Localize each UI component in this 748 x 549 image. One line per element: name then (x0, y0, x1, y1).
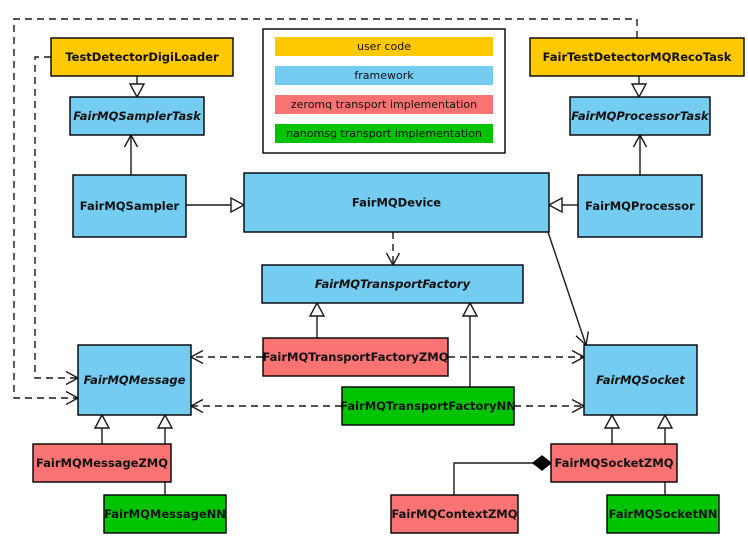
edge-e-tfzmq-socket (448, 349, 586, 365)
node-FairMQTransportFactoryNN[interactable]: FairMQTransportFactoryNN (340, 386, 516, 426)
node-box-FairMQProcessor[interactable] (577, 174, 703, 238)
edge-e-tfzmq-message (189, 349, 263, 365)
node-box-FairMQSocket[interactable] (583, 344, 698, 416)
node-label-FairMQContextZMQ: FairMQContextZMQ (391, 507, 517, 521)
node-FairMQTransportFactoryZMQ[interactable]: FairMQTransportFactoryZMQ (262, 337, 449, 377)
node-FairMQProcessor[interactable]: FairMQProcessor (577, 174, 703, 238)
node-box-FairMQSamplerTask[interactable] (69, 96, 205, 136)
node-label-FairMQSocketNN: FairMQSocketNN (609, 507, 718, 521)
legend-layer: user code framework zeromq transport imple… (262, 28, 506, 154)
node-FairMQMessageNN[interactable]: FairMQMessageNN (103, 494, 227, 534)
edge-e-socketzmq-socket (603, 413, 621, 444)
edge-e-sampler-device (186, 196, 246, 214)
node-label-FairMQMessageNN: FairMQMessageNN (104, 507, 226, 521)
edge-e-sampler-samplertask (123, 133, 139, 175)
legend-label-zeromq: zeromq transport implementation (291, 98, 477, 111)
node-label-FairMQDevice: FairMQDevice (352, 196, 441, 210)
node-box-FairMQTransportFactoryNN[interactable] (341, 386, 515, 426)
node-label-FairMQProcessorTask: FairMQProcessorTask (571, 109, 710, 123)
node-box-FairMQContextZMQ[interactable] (390, 494, 519, 534)
edge-e-tfnn-tf (461, 301, 479, 387)
node-FairMQProcessorTask[interactable]: FairMQProcessorTask (569, 96, 711, 136)
edge-line-e-contextzmq-socketzmq (453, 462, 533, 495)
node-box-FairMQSocketZMQ[interactable] (550, 443, 678, 483)
e-contextzmq-socketzmq-head (531, 455, 553, 471)
node-FairTestDetectorMQRecoTask[interactable]: FairTestDetectorMQRecoTask (529, 37, 745, 77)
e-recotask-processortask-head (630, 83, 648, 99)
legend: user code framework zeromq transport imple… (262, 28, 506, 154)
node-layer: TestDetectorDigiLoader FairTestDetectorMQ… (32, 37, 745, 534)
node-label-FairTestDetectorMQRecoTask: FairTestDetectorMQRecoTask (543, 50, 732, 64)
e-tfnn-tf-head (461, 301, 479, 317)
node-label-FairMQSocket: FairMQSocket (596, 373, 685, 387)
node-FairMQSocket[interactable]: FairMQSocket (583, 344, 698, 416)
edge-e-tfnn-socket (514, 398, 586, 414)
edge-e-processor-device (547, 196, 578, 214)
node-FairMQMessage[interactable]: FairMQMessage (77, 344, 192, 416)
e-processor-device-head (547, 196, 563, 214)
node-label-TestDetectorDigiLoader: TestDetectorDigiLoader (65, 50, 219, 64)
node-box-FairMQMessageZMQ[interactable] (32, 443, 172, 483)
legend-swatch-user_code (275, 37, 493, 56)
node-label-FairMQTransportFactoryZMQ: FairMQTransportFactoryZMQ (262, 350, 448, 364)
node-box-FairMQMessageNN[interactable] (103, 494, 227, 534)
legend-entry-zeromq: zeromq transport implementation (275, 95, 493, 114)
node-box-FairTestDetectorMQRecoTask[interactable] (529, 37, 745, 77)
e-sampler-device-head (230, 196, 246, 214)
legend-swatch-zeromq (275, 95, 493, 114)
node-box-FairMQTransportFactoryZMQ[interactable] (262, 337, 449, 377)
legend-label-user_code: user code (357, 40, 411, 53)
node-label-FairMQSocketZMQ: FairMQSocketZMQ (555, 456, 674, 470)
e-tfzmq-tf-head (308, 301, 326, 317)
edge-line-e-device-socket (547, 231, 587, 346)
node-label-FairMQProcessor: FairMQProcessor (585, 199, 695, 213)
e-socketzmq-socket-head (603, 413, 621, 429)
edge-e-digiloader-samplertask (128, 76, 146, 99)
e-digiloader-samplertask-head (128, 83, 146, 99)
edge-e-processor-processortask (632, 133, 648, 175)
node-box-FairMQProcessorTask[interactable] (569, 96, 711, 136)
node-TestDetectorDigiLoader[interactable]: TestDetectorDigiLoader (50, 37, 234, 77)
legend-entry-framework: framework (275, 66, 493, 85)
e-messagenn-message-head (156, 413, 174, 429)
legend-label-nanomsg: nanomsg transport implementation (286, 127, 482, 140)
node-label-FairMQMessageZMQ: FairMQMessageZMQ (36, 456, 168, 470)
node-box-FairMQSocketNN[interactable] (606, 494, 720, 534)
node-box-FairMQSampler[interactable] (72, 174, 187, 238)
e-socketnn-socket-head (656, 413, 674, 429)
node-label-FairMQSamplerTask: FairMQSamplerTask (73, 109, 202, 123)
node-box-FairMQTransportFactory[interactable] (261, 264, 524, 304)
edge-e-messagezmq-message (93, 413, 111, 444)
node-FairMQMessageZMQ[interactable]: FairMQMessageZMQ (32, 443, 172, 483)
node-label-FairMQTransportFactoryNN: FairMQTransportFactoryNN (340, 399, 516, 413)
node-FairMQSocketZMQ[interactable]: FairMQSocketZMQ (550, 443, 678, 483)
legend-label-framework: framework (354, 69, 414, 82)
node-box-FairMQMessage[interactable] (77, 344, 192, 416)
edge-e-tfnn-message (189, 398, 342, 414)
node-FairMQSamplerTask[interactable]: FairMQSamplerTask (69, 96, 205, 136)
node-FairMQContextZMQ[interactable]: FairMQContextZMQ (390, 494, 519, 534)
node-FairMQSocketNN[interactable]: FairMQSocketNN (606, 494, 720, 534)
legend-entry-nanomsg: nanomsg transport implementation (275, 124, 493, 143)
legend-entry-user_code: user code (275, 37, 493, 56)
node-FairMQDevice[interactable]: FairMQDevice (243, 172, 550, 233)
node-label-FairMQTransportFactory: FairMQTransportFactory (315, 277, 471, 291)
edge-e-recotask-processortask (630, 76, 648, 99)
node-FairMQSampler[interactable]: FairMQSampler (72, 174, 187, 238)
e-messagezmq-message-head (93, 413, 111, 429)
node-box-TestDetectorDigiLoader[interactable] (50, 37, 234, 77)
edge-e-tfzmq-tf (308, 301, 326, 338)
legend-swatch-framework (275, 66, 493, 85)
edge-e-device-transportfactory (385, 232, 401, 267)
edge-line-e-recotask-message (13, 18, 638, 399)
node-FairMQTransportFactory[interactable]: FairMQTransportFactory (261, 264, 524, 304)
edge-e-contextzmq-socketzmq (453, 455, 553, 495)
node-box-FairMQDevice[interactable] (243, 172, 550, 233)
edge-e-device-socket (547, 231, 590, 347)
node-label-FairMQSampler: FairMQSampler (80, 199, 180, 213)
legend-swatch-nanomsg (275, 124, 493, 143)
node-label-FairMQMessage: FairMQMessage (84, 373, 186, 387)
